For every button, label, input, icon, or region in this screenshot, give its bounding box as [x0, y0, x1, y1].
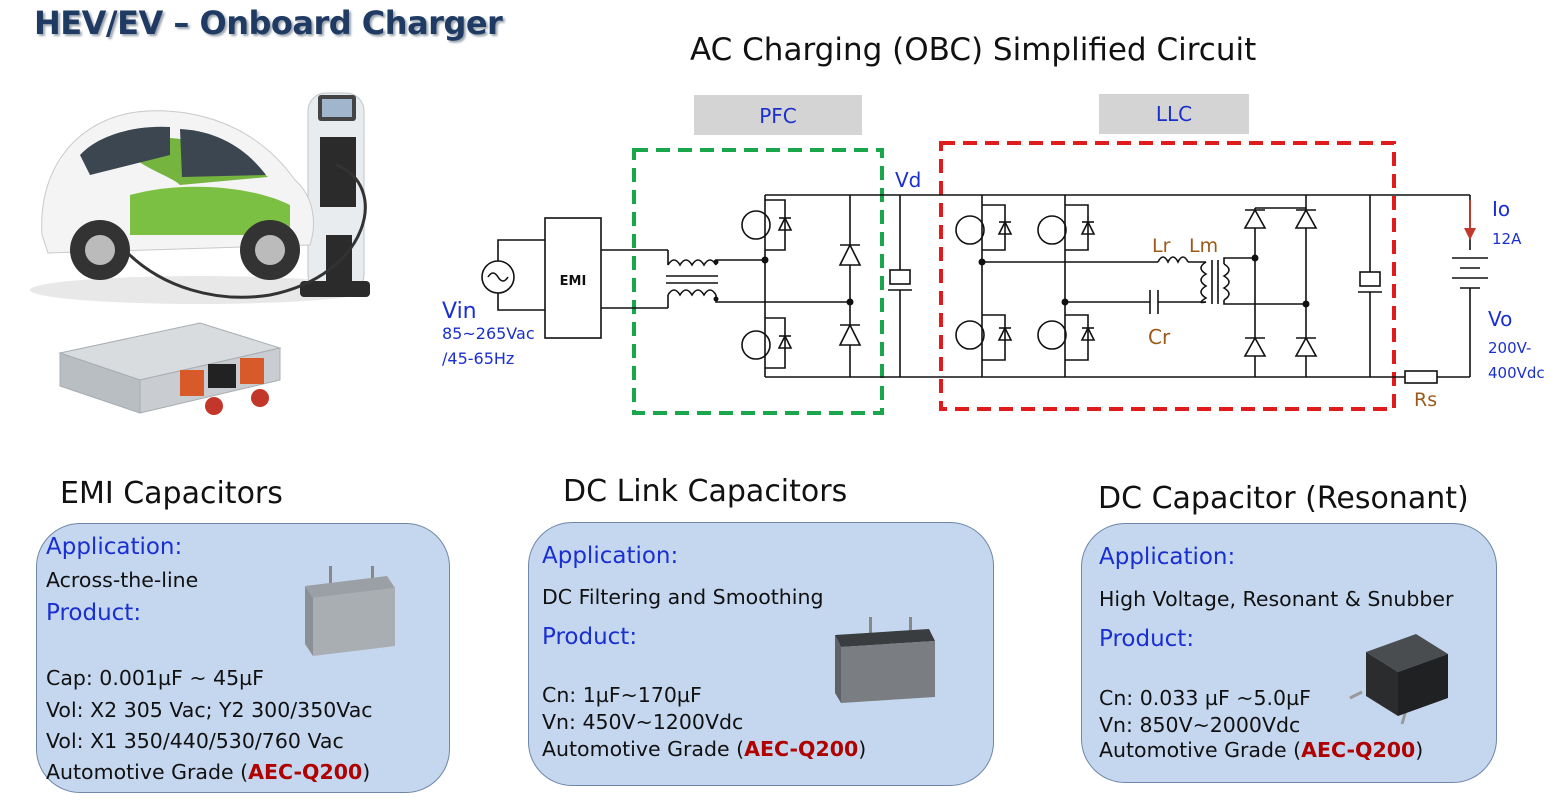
application-heading: Application: — [46, 534, 183, 560]
llc-label: LLC — [1156, 102, 1192, 126]
spec-line: Vn: 850V~2000Vdc — [1099, 713, 1301, 737]
aec-q200-badge: AEC-Q200 — [248, 760, 363, 784]
grade-line: Automotive Grade (AEC-Q200) — [542, 737, 867, 761]
emi-capacitor-photo — [305, 566, 395, 656]
dc-link-capacitor-photo — [835, 617, 935, 703]
io-value: 12A — [1492, 230, 1522, 248]
application-heading: Application: — [542, 543, 679, 569]
spec-line: Vn: 450V~1200Vdc — [542, 710, 744, 734]
cr-label: Cr — [1148, 325, 1171, 349]
dc-capacitor-resonant-card: Application: High Voltage, Resonant & Sn… — [1081, 523, 1497, 783]
application-text: DC Filtering and Smoothing — [542, 585, 824, 609]
product-heading: Product: — [46, 600, 142, 626]
page-title: HEV/EV – Onboard Charger — [34, 4, 503, 42]
emi-label: EMI — [560, 274, 587, 289]
application-text: High Voltage, Resonant & Snubber — [1099, 587, 1454, 611]
pfc-label: PFC — [759, 104, 797, 128]
product-heading: Product: — [1099, 626, 1195, 652]
spec-line: Cn: 0.033 µF ~5.0µF — [1099, 686, 1311, 710]
product-heading: Product: — [542, 624, 638, 650]
lr-label: Lr — [1152, 235, 1171, 257]
application-heading: Application: — [1099, 544, 1236, 570]
resonant-capacitor-photo — [1349, 634, 1448, 725]
obc-circuit-diagram: PFC LLC — [442, 94, 1545, 415]
obc-module-illustration — [58, 322, 282, 415]
llc-region — [939, 141, 1396, 411]
lm-label: Lm — [1189, 235, 1218, 257]
aec-q200-badge: AEC-Q200 — [744, 737, 859, 761]
vo-range-2: 400Vdc — [1488, 364, 1545, 382]
ev-car-illustration — [30, 92, 370, 304]
io-label: Io — [1492, 197, 1510, 221]
spec-line: Vol: X1 350/440/530/760 Vac — [46, 729, 344, 753]
aec-q200-badge: AEC-Q200 — [1301, 738, 1416, 762]
spec-line: Cap: 0.001µF ~ 45µF — [46, 666, 264, 690]
vo-label: Vo — [1488, 307, 1512, 331]
vin-label: Vin — [442, 299, 477, 324]
vd-label: Vd — [895, 168, 921, 192]
grade-line: Automotive Grade (AEC-Q200) — [46, 760, 371, 784]
spec-line: Vol: X2 305 Vac; Y2 300/350Vac — [46, 698, 373, 722]
llc-label-box — [1099, 94, 1249, 134]
emi-capacitors-title: EMI Capacitors — [60, 476, 283, 511]
emi-capacitors-card: Application: Across-the-line Product: Ca… — [36, 523, 450, 793]
dc-capacitor-resonant-title: DC Capacitor (Resonant) — [1098, 481, 1469, 516]
application-text: Across-the-line — [46, 568, 199, 592]
grade-line: Automotive Grade (AEC-Q200) — [1099, 738, 1424, 762]
dc-link-capacitors-card: Application: DC Filtering and Smoothing … — [528, 522, 994, 786]
vo-range-1: 200V- — [1488, 339, 1531, 357]
circuit-title: AC Charging (OBC) Simplified Circuit — [690, 32, 1257, 68]
spec-line: Cn: 1µF~170µF — [542, 683, 702, 707]
pfc-region — [632, 148, 884, 415]
rs-label: Rs — [1414, 389, 1437, 411]
vin-freq: /45-65Hz — [442, 349, 514, 368]
dc-link-capacitors-title: DC Link Capacitors — [563, 474, 848, 509]
vin-range: 85~265Vac — [442, 324, 535, 343]
pfc-label-box — [694, 95, 862, 135]
